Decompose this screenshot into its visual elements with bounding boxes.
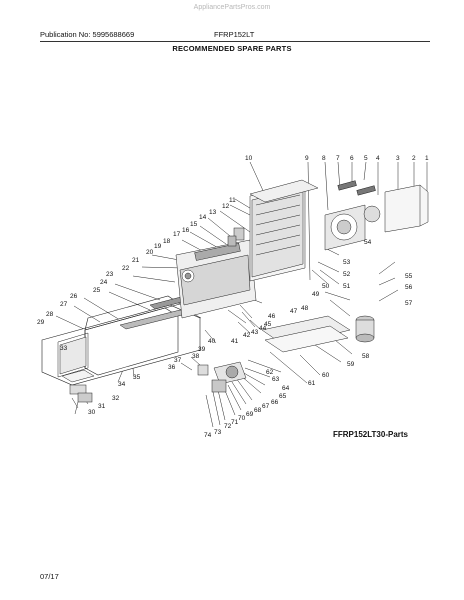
callout-63: 63 xyxy=(272,376,280,383)
callout-47: 47 xyxy=(290,308,298,315)
callout-52: 52 xyxy=(343,271,351,278)
callout-28: 28 xyxy=(46,311,54,318)
callout-72: 72 xyxy=(224,423,232,430)
callout-48: 48 xyxy=(301,305,309,312)
blower-assembly xyxy=(175,239,257,319)
callout-13: 13 xyxy=(209,209,217,216)
callout-1: 1 xyxy=(425,155,429,162)
callout-26: 26 xyxy=(70,293,78,300)
callout-43: 43 xyxy=(251,329,259,336)
top-panel xyxy=(249,179,319,203)
callout-39: 39 xyxy=(198,346,206,353)
callout-14: 14 xyxy=(199,214,207,221)
callout-60: 60 xyxy=(322,372,330,379)
callout-labels: 1 2 3 4 5 6 7 8 9 10 11 12 13 14 15 16 1… xyxy=(37,155,429,439)
callout-61: 61 xyxy=(308,380,316,387)
callout-37: 37 xyxy=(174,357,182,364)
callout-53: 53 xyxy=(343,259,351,266)
callout-42: 42 xyxy=(243,332,251,339)
callout-74: 74 xyxy=(204,432,212,439)
condenser-coil xyxy=(384,184,429,233)
callout-54: 54 xyxy=(364,239,372,246)
footer-date: 07/17 xyxy=(40,572,59,581)
callout-3: 3 xyxy=(396,155,400,162)
base-pan xyxy=(261,315,351,353)
callout-5: 5 xyxy=(364,155,368,162)
callout-41: 41 xyxy=(231,338,239,345)
callout-64: 64 xyxy=(282,385,290,392)
callout-6: 6 xyxy=(350,155,354,162)
callout-30: 30 xyxy=(88,409,96,416)
callout-22: 22 xyxy=(122,265,130,272)
section-title: RECOMMENDED SPARE PARTS xyxy=(172,44,292,53)
callout-4: 4 xyxy=(376,155,380,162)
callout-40: 40 xyxy=(208,338,216,345)
callout-49: 49 xyxy=(312,291,320,298)
watermark: AppliancePartsPros.com xyxy=(193,4,271,11)
condenser-fan-shroud xyxy=(324,180,381,251)
diagram-caption: FFRP152LT30-Parts xyxy=(333,430,408,439)
callout-33: 33 xyxy=(60,345,68,352)
callout-19: 19 xyxy=(154,243,162,250)
callout-73: 73 xyxy=(214,429,222,436)
callout-56: 56 xyxy=(405,284,413,291)
callout-36: 36 xyxy=(168,364,176,371)
callout-45: 45 xyxy=(264,321,272,328)
callout-35: 35 xyxy=(133,374,141,381)
callout-12: 12 xyxy=(222,203,230,210)
callout-16: 16 xyxy=(182,227,190,234)
callout-31: 31 xyxy=(98,403,106,410)
callout-66: 66 xyxy=(271,399,279,406)
front-grille xyxy=(57,332,89,378)
callout-58: 58 xyxy=(362,353,370,360)
callout-27: 27 xyxy=(60,301,68,308)
model-number: FFRP152LT xyxy=(214,30,255,39)
callout-69: 69 xyxy=(246,411,254,418)
callout-17: 17 xyxy=(173,231,181,238)
callout-51: 51 xyxy=(343,283,351,290)
callout-23: 23 xyxy=(106,271,114,278)
callout-20: 20 xyxy=(146,249,154,256)
callout-15: 15 xyxy=(190,221,198,228)
publication-number: Publication No: 5995688669 xyxy=(40,30,135,39)
callout-32: 32 xyxy=(112,395,120,402)
callout-25: 25 xyxy=(93,287,101,294)
callout-62: 62 xyxy=(266,369,274,376)
callout-70: 70 xyxy=(238,415,246,422)
compressor xyxy=(355,315,375,343)
callout-71: 71 xyxy=(231,419,239,426)
callout-46: 46 xyxy=(268,313,276,320)
callout-10: 10 xyxy=(245,155,253,162)
header-divider xyxy=(40,41,430,42)
callout-50: 50 xyxy=(322,283,330,290)
callout-18: 18 xyxy=(163,238,171,245)
callout-67: 67 xyxy=(262,403,270,410)
callout-21: 21 xyxy=(132,257,140,264)
control-panel xyxy=(61,369,95,403)
callout-11: 11 xyxy=(229,197,236,204)
callout-44: 44 xyxy=(259,325,267,332)
callout-59: 59 xyxy=(347,361,355,368)
callout-57: 57 xyxy=(405,300,413,307)
callout-7: 7 xyxy=(336,155,340,162)
callout-8: 8 xyxy=(322,155,326,162)
callout-2: 2 xyxy=(412,155,416,162)
callout-9: 9 xyxy=(305,155,309,162)
callout-65: 65 xyxy=(279,393,287,400)
callout-24: 24 xyxy=(100,279,108,286)
electrical-box xyxy=(197,361,247,393)
callout-29: 29 xyxy=(37,319,45,326)
callout-55: 55 xyxy=(405,273,413,280)
callout-38: 38 xyxy=(192,353,200,360)
evaporator-coil xyxy=(227,182,306,282)
callout-68: 68 xyxy=(254,407,262,414)
callout-34: 34 xyxy=(118,381,126,388)
